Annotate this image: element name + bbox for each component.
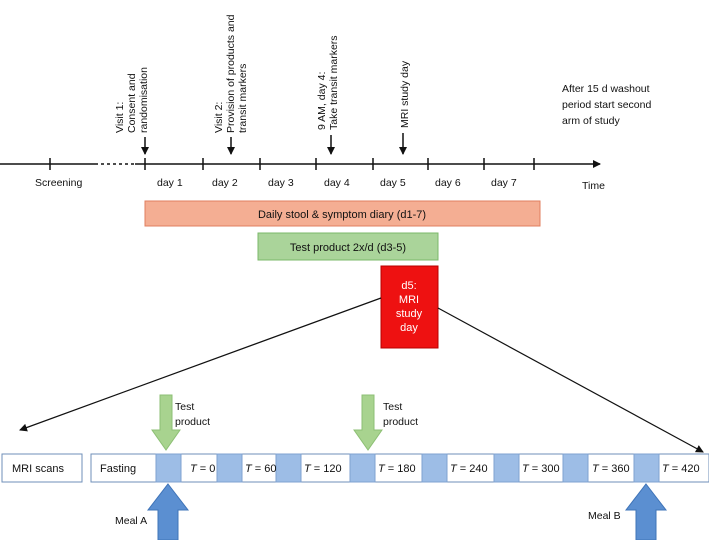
- meal-b-marker: Meal B: [588, 483, 668, 540]
- day-label: day 2: [212, 177, 238, 189]
- schedule-row: MRI scans Fasting T= 0 T= 60 T= 120 T= 1…: [1, 453, 709, 483]
- day-label: day 3: [268, 177, 294, 189]
- visit-1-line2: Consent and: [126, 73, 138, 133]
- test-product-label: product: [383, 416, 418, 428]
- washout-note: After 15 d washout period start second a…: [562, 83, 651, 127]
- day-label: day 7: [491, 177, 517, 189]
- time-point-label: T= 60: [245, 463, 276, 475]
- visit-2-line3: transit markers: [237, 64, 249, 133]
- test-product-arrow: [151, 394, 181, 451]
- day-label: day 1: [157, 177, 183, 189]
- scan-slot: [216, 453, 243, 483]
- mri-study-day-line: MRI: [399, 294, 419, 306]
- time-point-label: T= 120: [304, 463, 342, 475]
- scan-slot: [155, 453, 182, 483]
- diary-bar: Daily stool & symptom diary (d1-7): [144, 200, 541, 227]
- mri-study-day-line: day: [400, 322, 418, 334]
- time-point-label: T= 240: [450, 463, 488, 475]
- visit-1-line1: Visit 1:: [114, 102, 126, 133]
- screening-label: Screening: [35, 177, 82, 189]
- mri-study-day-line: study: [396, 308, 423, 320]
- scan-slot: [421, 453, 448, 483]
- day-label: day 5: [380, 177, 406, 189]
- mri-day-annotation: MRI study day: [399, 60, 411, 155]
- meal-a-marker: Meal A: [115, 483, 190, 540]
- day-label: day 6: [435, 177, 461, 189]
- visit-2-line2: Provision of products and: [225, 14, 237, 133]
- mri-study-day-line: d5:: [401, 280, 416, 292]
- mri-day-line1: MRI study day: [399, 60, 411, 128]
- visit-1-line3: randomisation: [138, 67, 150, 133]
- visit-1-annotation: Visit 1: Consent and randomisation: [114, 67, 150, 155]
- diary-bar-rect: [144, 200, 541, 227]
- test-product-marker-1: Test product: [151, 394, 210, 451]
- scan-slot: [633, 453, 660, 483]
- visit-2-annotation: Visit 2: Provision of products and trans…: [213, 14, 249, 155]
- day-label: day 4: [324, 177, 350, 189]
- time-point-label: T= 0: [190, 463, 215, 475]
- washout-line1: After 15 d washout: [562, 83, 650, 95]
- test-product-bar: Test product 2x/d (d3-5): [257, 232, 439, 261]
- time-axis-label: Time: [582, 180, 605, 192]
- washout-line2: period start second: [562, 99, 651, 111]
- day-4-annotation: 9 AM, day 4: Take transit markers: [316, 35, 340, 155]
- mri-study-day-box: d5: MRI study day: [380, 265, 439, 349]
- test-product-marker-2: Test product: [353, 394, 418, 451]
- test-product-label: product: [175, 416, 210, 428]
- day-4-line1: 9 AM, day 4:: [316, 72, 328, 130]
- scan-slot: [275, 453, 302, 483]
- meal-a-arrow: [146, 483, 190, 540]
- time-point-label: T= 420: [662, 463, 700, 475]
- time-point-label: T= 180: [378, 463, 416, 475]
- test-product-label: Test: [383, 401, 402, 413]
- schedule-outline: [90, 453, 709, 483]
- mri-scans-box: [1, 453, 83, 483]
- mri-scans-label: MRI scans: [12, 463, 64, 475]
- test-product-label: Test: [175, 401, 194, 413]
- test-product-arrow: [353, 394, 383, 451]
- expand-arrow-left: [19, 297, 382, 432]
- expand-arrow-right: [437, 307, 704, 453]
- fasting-label: Fasting: [100, 463, 136, 475]
- scan-slot: [493, 453, 520, 483]
- diary-bar-label: Daily stool & symptom diary (d1-7): [258, 209, 426, 221]
- meal-b-arrow: [624, 483, 668, 540]
- timeline: Screening day 1 day 2 day 3 day 4 day 5 …: [0, 158, 605, 192]
- test-product-bar-label: Test product 2x/d (d3-5): [290, 242, 406, 254]
- time-point-label: T= 360: [592, 463, 630, 475]
- test-product-bar-rect: [257, 232, 439, 261]
- visit-2-line1: Visit 2:: [213, 102, 225, 133]
- scan-slot: [562, 453, 589, 483]
- meal-a-label: Meal A: [115, 515, 147, 527]
- mri-study-day-rect: [380, 265, 439, 349]
- time-point-label: T= 300: [522, 463, 560, 475]
- washout-line3: arm of study: [562, 115, 621, 127]
- scan-slot: [349, 453, 376, 483]
- meal-b-label: Meal B: [588, 510, 621, 522]
- day-4-line2: Take transit markers: [328, 35, 340, 130]
